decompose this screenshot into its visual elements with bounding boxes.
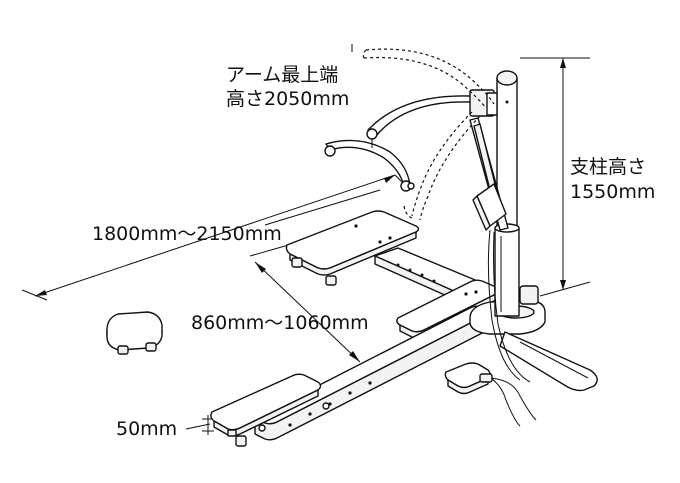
raised-arm-outline <box>362 48 495 221</box>
spare-foot-pad <box>106 311 163 355</box>
lift-arm <box>366 89 509 231</box>
arm-top-label-1: アーム最上端 <box>226 64 339 86</box>
width-dimension-line <box>254 261 361 363</box>
thickness-label: 50mm <box>116 418 178 440</box>
lift-pole <box>494 70 520 317</box>
spreader-bar <box>324 139 415 192</box>
pole-height-label-2: 1550mm <box>570 181 656 203</box>
pole-height-label-1: 支柱高さ <box>570 156 647 178</box>
dimension-lines <box>21 44 591 435</box>
arm-top-label-2: 高さ2050mm <box>226 88 350 110</box>
length-dimension-line <box>34 174 396 297</box>
lift-base <box>210 210 598 447</box>
base-length-label: 1800mm〜2150mm <box>92 223 282 245</box>
hand-controller <box>444 229 537 427</box>
base-width-label: 860mm〜1060mm <box>191 312 369 334</box>
